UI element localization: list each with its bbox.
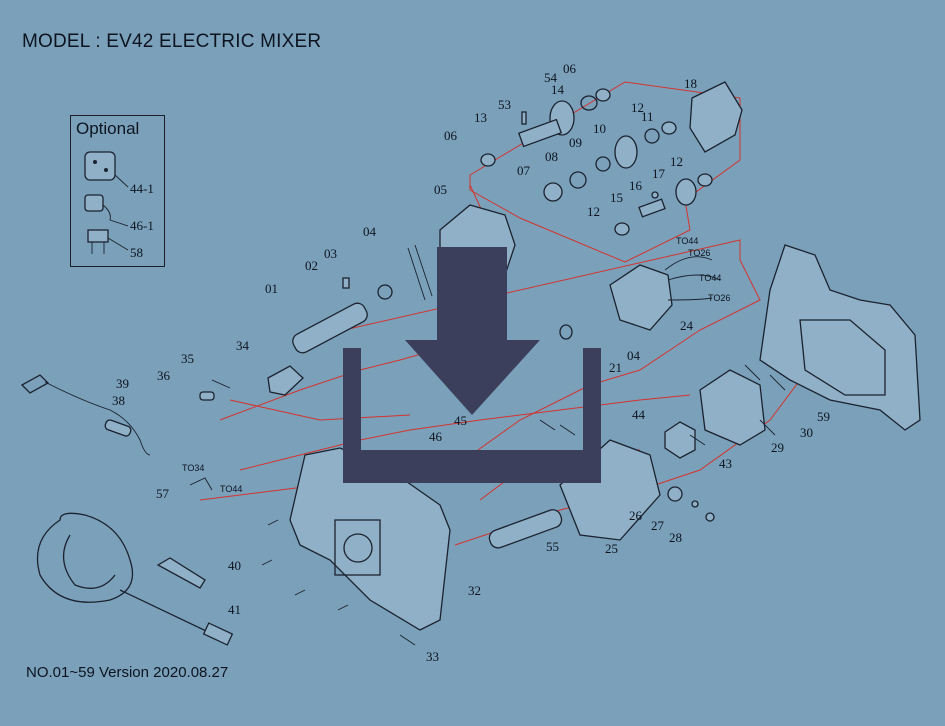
- part-label: 43: [719, 456, 732, 471]
- part-label: 04: [627, 348, 641, 363]
- part-label: 24: [680, 318, 694, 333]
- front-housing: [289, 447, 451, 631]
- part-label: 38: [112, 393, 125, 408]
- optional-switch-cover: [84, 151, 129, 188]
- part-label: 53: [498, 97, 511, 112]
- part-label: 11: [641, 109, 654, 124]
- wrench: [156, 557, 206, 589]
- part-label: 29: [771, 440, 784, 455]
- part-label: 59: [817, 409, 830, 424]
- part-label: 45: [454, 413, 467, 428]
- part-label: 03: [324, 246, 337, 261]
- part-label: 15: [610, 190, 623, 205]
- part-label: 16: [629, 178, 643, 193]
- part-label: 40: [228, 558, 241, 573]
- part-label: TO26: [708, 293, 730, 303]
- version-footer: NO.01~59 Version 2020.08.27: [26, 664, 229, 681]
- part-label: 17: [652, 166, 666, 181]
- switch-parts: [199, 365, 304, 401]
- part-label: TO44: [676, 236, 698, 246]
- part-label: TO26: [688, 248, 710, 258]
- power-cord: [20, 374, 151, 456]
- screws: [189, 364, 786, 646]
- part-label: 44: [632, 407, 646, 422]
- part-label: 46: [429, 429, 443, 444]
- part-label: 04: [363, 224, 377, 239]
- part-label: TO44: [220, 484, 242, 494]
- part-label: 12: [587, 204, 600, 219]
- spindle: [292, 244, 433, 354]
- part-label: 12: [631, 100, 644, 115]
- part-label: 58: [130, 245, 143, 260]
- part-label: 39: [116, 376, 129, 391]
- part-label: 57: [156, 486, 170, 501]
- part-label: TO44: [699, 273, 721, 283]
- part-label: 08: [545, 149, 558, 164]
- part-label: 36: [157, 368, 171, 383]
- stator: [559, 256, 721, 340]
- part-label: 10: [593, 121, 606, 136]
- rear-handle: [759, 244, 921, 431]
- part-label: 30: [800, 425, 813, 440]
- mixing-paddle: [36, 512, 234, 646]
- part-label: 02: [305, 258, 318, 273]
- optional-label: Optional: [76, 119, 140, 138]
- part-label: 44-1: [130, 181, 154, 196]
- part-label: 09: [569, 135, 582, 150]
- part-label: 25: [605, 541, 618, 556]
- optional-parts-box: Optional: [70, 115, 165, 267]
- rear-cap: [664, 369, 766, 459]
- part-label: 32: [468, 583, 481, 598]
- part-label: 33: [426, 649, 439, 664]
- part-label: 54: [544, 70, 558, 85]
- optional-switch: [84, 194, 129, 227]
- part-label: 07: [517, 163, 531, 178]
- part-label: 27: [651, 518, 665, 533]
- part-label: 06: [444, 128, 458, 143]
- part-label: 34: [236, 338, 250, 353]
- part-label: 28: [669, 530, 682, 545]
- part-label: 21: [609, 360, 622, 375]
- part-label: 06: [563, 61, 577, 76]
- part-label: 12: [670, 154, 683, 169]
- part-label: 41: [228, 602, 241, 617]
- gear-cluster: [480, 81, 743, 236]
- part-label: 14: [551, 82, 565, 97]
- part-label: 35: [181, 351, 194, 366]
- optional-capacitor: [87, 229, 129, 254]
- model-title: MODEL : EV42 ELECTRIC MIXER: [22, 31, 322, 52]
- part-label: 13: [474, 110, 487, 125]
- download-icon[interactable]: [343, 247, 601, 483]
- part-label: 18: [684, 76, 697, 91]
- part-label: 05: [434, 182, 447, 197]
- part-label: 01: [265, 281, 278, 296]
- part-labels: 06 54 18 14 53 12 13 11 10 06 09 08 12 07 17 16 15 05 12 04…: [112, 61, 830, 664]
- part-label: 26: [629, 508, 643, 523]
- part-label: 46-1: [130, 218, 154, 233]
- part-label: 55: [546, 539, 559, 554]
- part-label: TO34: [182, 463, 204, 473]
